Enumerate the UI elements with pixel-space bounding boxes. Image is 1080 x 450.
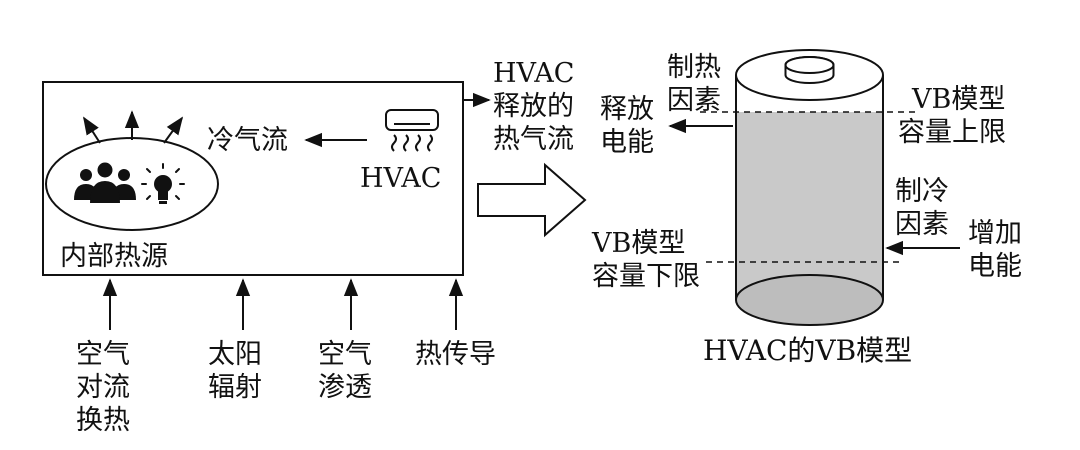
cooling-factor-line2: 因素 — [895, 209, 949, 240]
release-energy-line1: 释放 — [600, 94, 654, 125]
infiltration-line2: 渗透 — [318, 372, 372, 403]
heat-ray-left — [83, 116, 101, 144]
upper-limit-line2: 容量上限 — [898, 117, 1006, 148]
lightbulb-icon — [141, 163, 185, 204]
heat-inputs: 空气 对流 换热 太阳 辐射 空气 渗透 热传导 — [76, 278, 496, 436]
battery-charge-fill — [736, 112, 883, 325]
conduction-line1: 热传导 — [415, 339, 496, 370]
vb-battery — [735, 49, 884, 326]
convection-line1: 空气 — [76, 339, 130, 370]
room-box — [42, 81, 464, 276]
release-energy-line2: 电能 — [600, 127, 654, 158]
internal-heat-label: 内部热源 — [60, 241, 168, 272]
hvac-release-line1: HVAC — [493, 58, 574, 89]
add-energy-line1: 增加 — [968, 218, 1022, 249]
hvac-release-line3: 热气流 — [493, 124, 574, 155]
solar-line2: 辐射 — [208, 372, 262, 403]
air-conditioner-icon — [385, 109, 439, 152]
people-icon — [74, 162, 136, 203]
lower-limit-line1: VB模型 — [591, 228, 685, 259]
convection-line3: 换热 — [76, 405, 130, 436]
internal-heat-ellipse — [45, 137, 219, 231]
solar-line1: 太阳 — [208, 339, 262, 370]
heat-ray-right — [163, 116, 184, 144]
vb-model-caption: HVAC的VB模型 — [703, 334, 912, 367]
hvac-release-line2: 释放的 — [493, 91, 574, 122]
hvac-unit-label: HVAC — [360, 163, 441, 194]
cold-air-label: 冷气流 — [207, 125, 288, 156]
convection-line2: 对流 — [76, 372, 130, 403]
infiltration-line1: 空气 — [318, 339, 372, 370]
heating-factor-line1: 制热 — [667, 52, 721, 83]
add-energy-line2: 电能 — [968, 251, 1022, 282]
upper-limit-line1: VB模型 — [911, 84, 1005, 115]
battery-bottom — [735, 274, 884, 326]
heating-factor-line2: 因素 — [667, 85, 721, 116]
hollow-right-arrow-icon — [477, 162, 587, 238]
cooling-factor-line1: 制冷 — [895, 176, 949, 207]
lower-limit-line2: 容量下限 — [592, 261, 700, 292]
